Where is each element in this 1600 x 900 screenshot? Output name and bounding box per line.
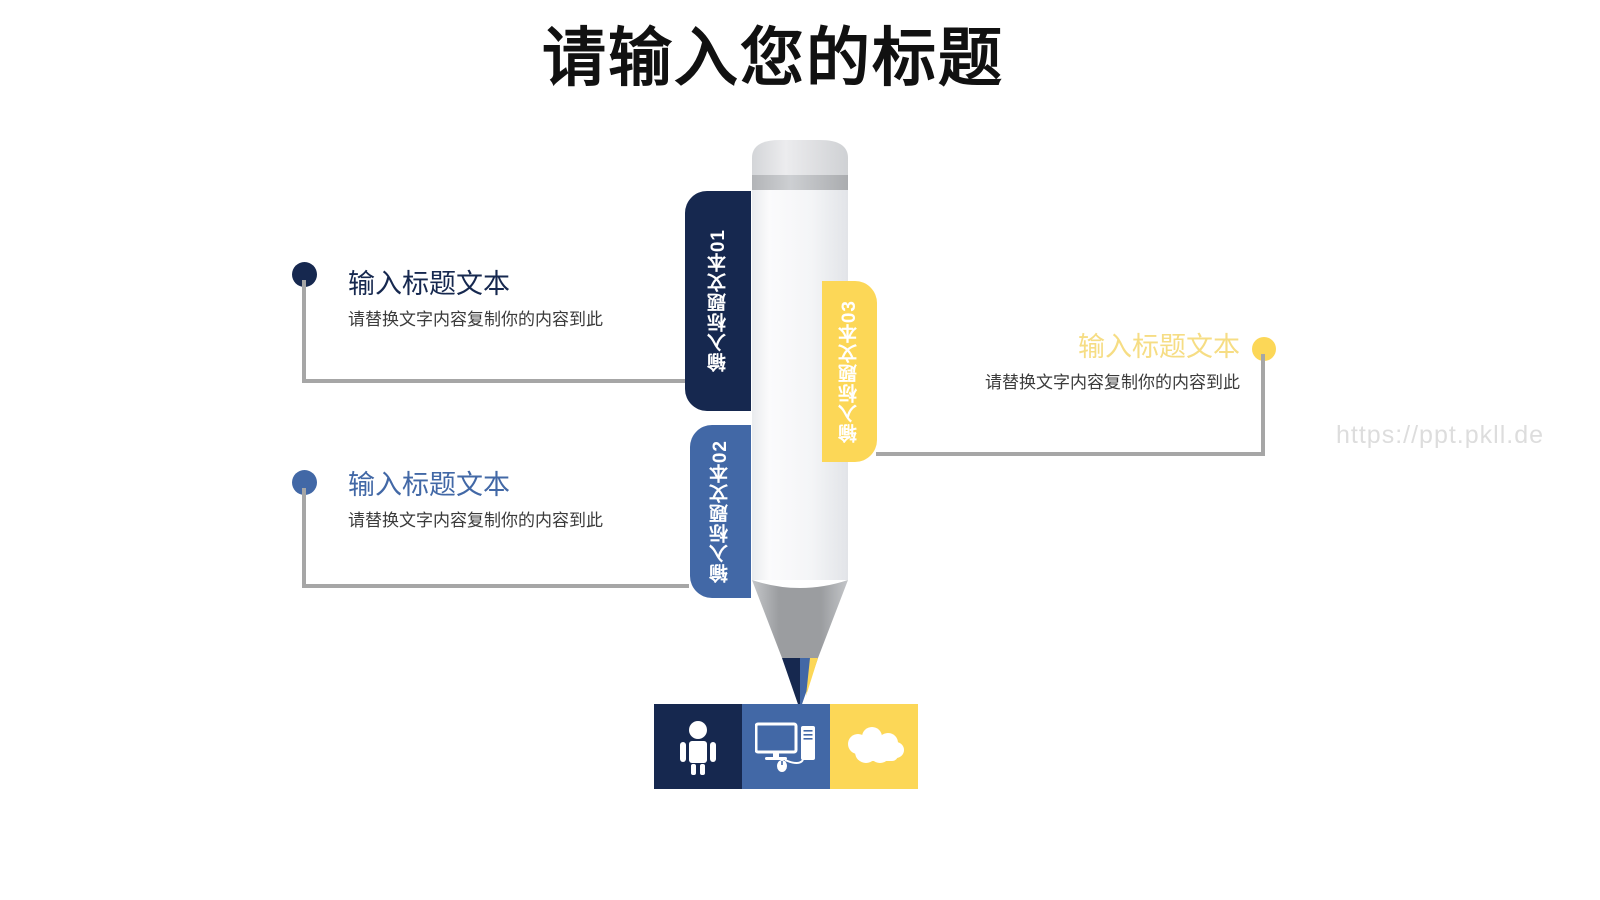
connector-vertical-01: [302, 280, 306, 383]
item-description-03: 请替换文字内容复制你的内容到此: [985, 372, 1240, 392]
text-block-01: 输入标题文本 请替换文字内容复制你的内容到此: [348, 268, 678, 332]
tab-item-02[interactable]: 输入标题文本02: [690, 425, 751, 598]
text-block-03: 输入标题文本 请替换文字内容复制你的内容到此: [910, 331, 1240, 395]
watermark-url: https://ppt.pkll.de: [1336, 421, 1545, 449]
cloud-icon: [848, 726, 904, 763]
connector-vertical-03: [1261, 354, 1265, 456]
item-heading-01: 输入标题文本: [348, 269, 510, 299]
block-person[interactable]: [654, 704, 742, 789]
connector-horizontal-02: [302, 584, 689, 588]
item-description-01: 请替换文字内容复制你的内容到此: [348, 309, 603, 329]
connector-vertical-02: [302, 488, 306, 586]
item-heading-02: 输入标题文本: [348, 470, 510, 500]
block-cloud[interactable]: [830, 704, 918, 789]
tab-label-03: 输入标题文本03: [839, 299, 860, 444]
connector-horizontal-03: [876, 452, 1265, 456]
pencil-eraser: [752, 140, 848, 182]
pencil-ferrule: [752, 175, 848, 191]
block-computer[interactable]: [742, 704, 830, 789]
tab-item-01[interactable]: 输入标题文本01: [685, 191, 751, 411]
computer-icon: [755, 722, 815, 772]
tab-item-03[interactable]: 输入标题文本03: [822, 281, 877, 462]
text-block-02: 输入标题文本 请替换文字内容复制你的内容到此: [348, 469, 678, 533]
person-icon: [680, 720, 716, 775]
item-description-02: 请替换文字内容复制你的内容到此: [348, 510, 603, 530]
bottom-icon-row: [654, 704, 918, 789]
pencil-tip-yellow: [806, 658, 818, 696]
pencil-tip-navy: [782, 658, 800, 710]
item-heading-03: 输入标题文本: [1078, 332, 1240, 362]
pencil-cone: [752, 580, 848, 658]
page-title: 请输入您的标题: [542, 22, 1004, 94]
connector-horizontal-01: [302, 379, 689, 383]
